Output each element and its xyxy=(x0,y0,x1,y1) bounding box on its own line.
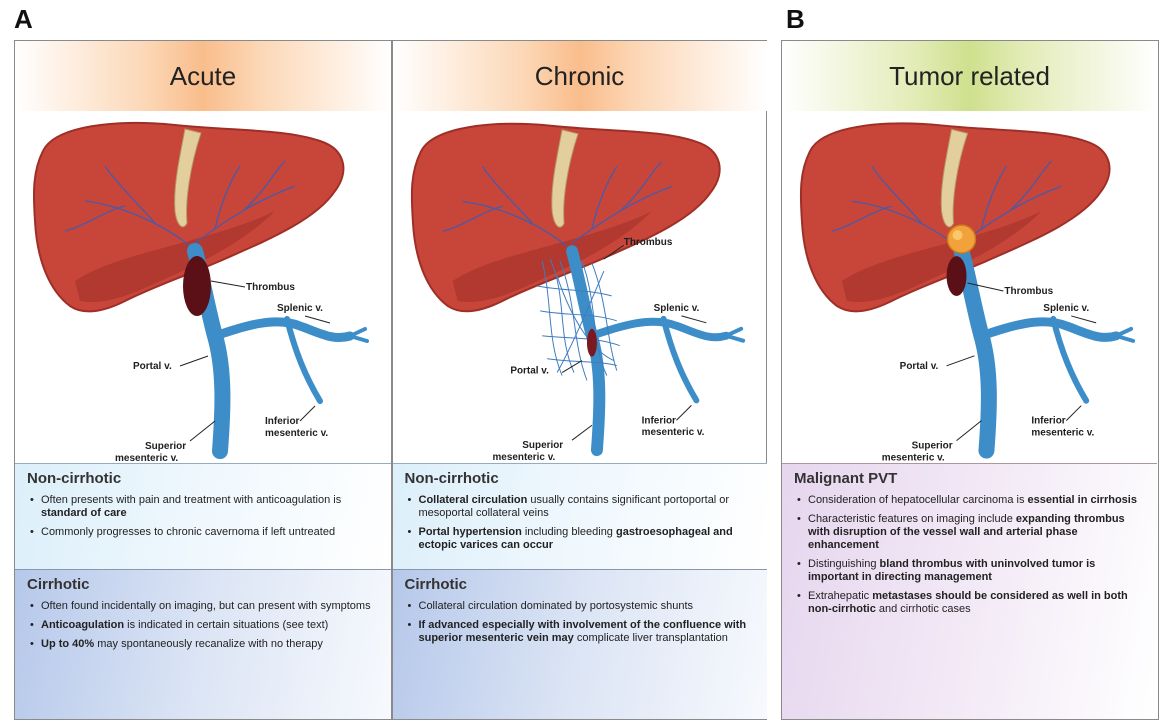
thrombus-shape xyxy=(586,328,597,357)
tumor-liver-svg: Thrombus Splenic v. Portal v. Inferior m… xyxy=(799,122,1136,464)
chronic-header: Chronic xyxy=(392,41,767,111)
intrahepatic-veins xyxy=(442,161,672,247)
falciform-ligament xyxy=(940,128,969,228)
leader-lines xyxy=(179,280,331,442)
panel-label-b: B xyxy=(786,4,805,34)
portal-label: Portal v. xyxy=(900,361,939,372)
column-divider xyxy=(391,41,393,719)
acute-noncirrhotic-section: Non-cirrhotic Often presents with pain a… xyxy=(15,463,391,569)
superior-label-2: mesenteric v. xyxy=(492,452,555,463)
bullet-item: Distinguishing bland thrombus with uninv… xyxy=(794,558,1143,584)
inferior-label-2: mesenteric v. xyxy=(1031,428,1094,439)
panel-label-a: A xyxy=(14,4,33,34)
portal-venous-system xyxy=(953,243,1136,459)
panel-a: Acute xyxy=(14,40,767,720)
portal-venous-system xyxy=(565,245,745,457)
bullet-item: Anticoagulation is indicated in certain … xyxy=(27,619,377,632)
bullet-item: If advanced especially with involvement … xyxy=(405,619,753,645)
intrahepatic-veins xyxy=(64,160,296,247)
section-title: Malignant PVT xyxy=(794,470,898,487)
bullet-item: Often found incidentally on imaging, but… xyxy=(27,600,377,613)
chronic-noncirrhotic-section: Non-cirrhotic Collateral circulation usu… xyxy=(392,463,767,569)
superior-label-2: mesenteric v. xyxy=(115,453,178,463)
superior-label-1: Superior xyxy=(145,441,186,452)
tumor-liver-illustration: Thrombus Splenic v. Portal v. Inferior m… xyxy=(782,111,1157,464)
chronic-liver-illustration: Thrombus Splenic v. Portal v. Inferior m… xyxy=(393,111,767,463)
tumor-texture xyxy=(952,230,963,241)
thrombus-label: Thrombus xyxy=(1004,286,1053,297)
section-title: Non-cirrhotic xyxy=(27,470,122,487)
thrombus-label: Thrombus xyxy=(623,237,672,248)
splenic-label: Splenic v. xyxy=(1043,303,1089,314)
chronic-column: Chronic xyxy=(392,41,767,719)
bullet-item: Collateral circulation usually contains … xyxy=(405,494,753,520)
inferior-label-2: mesenteric v. xyxy=(265,428,328,439)
portal-label: Portal v. xyxy=(133,361,172,372)
portal-label: Portal v. xyxy=(510,366,549,377)
liver-shadow xyxy=(75,211,275,303)
inferior-label-1: Inferior xyxy=(265,416,300,427)
acute-column: Acute xyxy=(15,41,391,719)
tumor-mass xyxy=(946,224,977,254)
inferior-label-1: Inferior xyxy=(641,415,675,426)
tumor-column: Tumor related xyxy=(782,41,1157,719)
liver-shadow xyxy=(841,211,1042,303)
bullet-item: Up to 40% may spontaneously recanalize w… xyxy=(27,638,377,651)
malignant-pvt-section: Malignant PVT Consideration of hepatocel… xyxy=(782,463,1157,719)
acute-liver-svg: Thrombus Splenic v. Portal v. Inferior m… xyxy=(32,121,369,464)
superior-label-2: mesenteric v. xyxy=(882,453,945,463)
leader-lines xyxy=(946,282,1097,441)
splenic-label: Splenic v. xyxy=(277,303,323,314)
superior-label-1: Superior xyxy=(522,440,563,451)
section-title: Non-cirrhotic xyxy=(404,470,499,487)
acute-cirrhotic-section: Cirrhotic Often found incidentally on im… xyxy=(15,569,391,719)
bullet-item: Commonly progresses to chronic cavernoma… xyxy=(27,526,377,539)
tumor-header: Tumor related xyxy=(782,41,1157,111)
superior-label-1: Superior xyxy=(912,441,953,452)
acute-liver-illustration: Thrombus Splenic v. Portal v. Inferior m… xyxy=(15,111,391,464)
bullet-item: Collateral circulation dominated by port… xyxy=(405,600,753,613)
inferior-label-2: mesenteric v. xyxy=(641,427,704,438)
chronic-cirrhotic-section: Cirrhotic Collateral circulation dominat… xyxy=(392,569,767,719)
collateral-veins xyxy=(536,258,620,381)
bullet-item: Characteristic features on imaging inclu… xyxy=(794,513,1143,552)
bullet-item: Often presents with pain and treatment w… xyxy=(27,494,377,520)
bullet-item: Consideration of hepatocellular carcinom… xyxy=(794,494,1143,507)
bullet-item: Portal hypertension including bleeding g… xyxy=(405,526,753,552)
thrombus-label: Thrombus xyxy=(246,282,295,293)
chronic-liver-svg: Thrombus Splenic v. Portal v. Inferior m… xyxy=(410,122,745,463)
section-title: Cirrhotic xyxy=(27,576,90,593)
acute-header: Acute xyxy=(15,41,391,111)
inferior-label-1: Inferior xyxy=(1031,416,1065,427)
bullet-item: Extrahepatic metastases should be consid… xyxy=(794,590,1143,616)
section-title: Cirrhotic xyxy=(404,576,468,593)
splenic-label: Splenic v. xyxy=(653,303,699,314)
falciform-ligament xyxy=(550,129,579,228)
falciform-ligament xyxy=(174,128,202,228)
thrombus-shape xyxy=(946,256,967,296)
thrombus-shape xyxy=(183,256,211,316)
leader-lines xyxy=(561,244,706,441)
panel-b: Tumor related xyxy=(781,40,1159,720)
liver-shadow xyxy=(452,211,652,303)
